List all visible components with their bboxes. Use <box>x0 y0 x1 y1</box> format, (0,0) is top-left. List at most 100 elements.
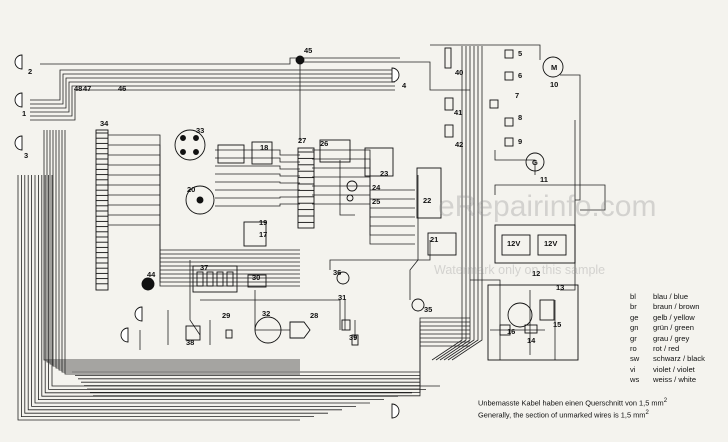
motor-10 <box>542 56 564 78</box>
wire <box>560 120 576 291</box>
fuse <box>206 271 214 287</box>
component-label: 9 <box>518 137 522 146</box>
indicator-24 <box>346 180 358 192</box>
wire <box>312 158 415 200</box>
wire <box>90 341 470 393</box>
wire <box>200 299 341 330</box>
component-label: 2 <box>28 67 32 76</box>
wire <box>329 240 431 270</box>
components <box>14 47 579 419</box>
switch-31 <box>341 319 351 331</box>
note-german-superscript: 2 <box>663 398 668 404</box>
component-label: 39 <box>349 333 357 342</box>
wire <box>312 203 415 245</box>
watermark-sub: Watermark only on this sample <box>434 263 606 277</box>
wire <box>215 203 300 207</box>
component-label: 41 <box>454 108 462 117</box>
wire <box>312 185 415 227</box>
legend-text: gelb / yellow <box>653 312 695 322</box>
fuse <box>196 271 204 287</box>
lamp-bottom-right <box>391 403 400 419</box>
ignition-switch-33 <box>174 129 206 161</box>
switch-contact <box>180 149 186 155</box>
relay-22 <box>416 167 442 219</box>
component-label: 12 <box>532 269 540 278</box>
lamp-2 <box>14 54 23 70</box>
wire <box>215 196 300 199</box>
note-english-text: Generally, the section of unmarked wires… <box>478 410 646 420</box>
sender-7 <box>489 99 499 109</box>
sender-29 <box>225 329 233 339</box>
legend-code: bl <box>630 292 636 301</box>
wire <box>38 175 384 401</box>
legend-row: br braun / brown <box>630 302 705 312</box>
fan-44 <box>141 277 155 291</box>
legend-row: ge gelb / yellow <box>630 313 705 323</box>
component-label: 34 <box>100 119 109 128</box>
wire <box>312 194 415 236</box>
distributor-area-13 <box>487 284 579 361</box>
legend-code: br <box>630 302 637 312</box>
wire <box>87 337 470 390</box>
component-label: 14 <box>527 336 536 345</box>
wire <box>430 44 541 60</box>
component-label: 5 <box>518 49 522 58</box>
relay-18 <box>251 141 273 165</box>
component-label: 33 <box>196 126 204 135</box>
wire <box>30 89 395 121</box>
relay-30 <box>247 274 267 288</box>
switch-45 <box>295 55 305 65</box>
legend-text: weiss / white <box>653 375 697 385</box>
component-label: 4 <box>402 81 407 90</box>
note-english-superscript: 2 <box>645 410 649 416</box>
wire <box>64 130 300 375</box>
wire <box>46 130 300 363</box>
fuse <box>216 271 224 287</box>
component-label: 47 <box>83 84 91 93</box>
wire <box>300 61 470 91</box>
note-english: Generally, the section of unmarked wires… <box>478 410 649 419</box>
component-label: 6 <box>518 71 522 80</box>
wire <box>20 175 314 418</box>
battery-12-b <box>537 234 567 256</box>
legend-code: ge <box>630 312 639 322</box>
wire <box>215 173 300 177</box>
legend-code: gn <box>630 323 639 333</box>
coil-15 <box>539 299 555 321</box>
connector-34 <box>95 129 109 291</box>
component-label: 32 <box>262 309 270 318</box>
gauge-20 <box>185 185 215 215</box>
wire <box>494 150 536 175</box>
fuse <box>226 271 234 287</box>
wire <box>41 175 398 397</box>
component-label: G <box>532 158 538 167</box>
wire <box>431 46 463 361</box>
component-label: 19 <box>259 218 267 227</box>
relay-box-18 <box>243 221 267 247</box>
wire <box>108 144 300 255</box>
legend-code: vi <box>630 364 636 374</box>
component-label: 30 <box>252 273 260 282</box>
component-label: 18 <box>260 143 268 152</box>
legend-text: braun / brown <box>653 302 700 312</box>
sensor-16 <box>499 324 511 336</box>
switch-39 <box>351 334 359 346</box>
switch-38 <box>185 325 201 341</box>
fuse-25 <box>346 194 354 202</box>
distributor-13 <box>507 302 533 328</box>
fuse-box-37 <box>192 265 238 293</box>
motor-36 <box>336 271 350 285</box>
legend-code: gr <box>630 333 637 343</box>
component-label: 31 <box>338 293 346 302</box>
component-labels: 1234567891011121314151617181920212223242… <box>22 46 564 347</box>
relay-23 <box>364 147 394 177</box>
wire <box>17 175 300 421</box>
component-label: 38 <box>186 338 194 347</box>
wire <box>435 46 467 361</box>
component-label: 37 <box>200 263 208 272</box>
wire <box>439 46 471 361</box>
